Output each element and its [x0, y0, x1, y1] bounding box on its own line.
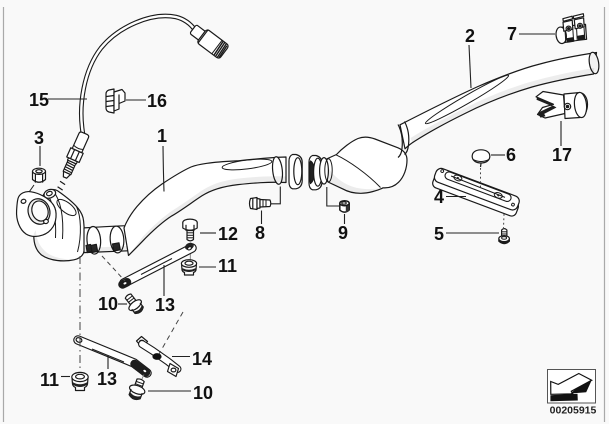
svg-text:14: 14	[192, 349, 212, 369]
svg-text:4: 4	[434, 187, 444, 207]
svg-text:2: 2	[465, 26, 475, 46]
svg-text:15: 15	[29, 90, 49, 110]
svg-text:8: 8	[255, 223, 265, 243]
svg-text:10: 10	[193, 383, 213, 403]
svg-text:1: 1	[157, 126, 167, 146]
svg-text:6: 6	[506, 145, 516, 165]
svg-text:11: 11	[40, 370, 59, 390]
svg-text:10: 10	[98, 294, 118, 314]
svg-text:3: 3	[34, 128, 44, 148]
svg-text:7: 7	[507, 24, 517, 44]
svg-text:13: 13	[155, 295, 175, 315]
svg-text:00205915: 00205915	[550, 405, 597, 417]
svg-text:5: 5	[434, 224, 444, 244]
svg-text:12: 12	[218, 224, 238, 244]
svg-text:16: 16	[147, 91, 167, 111]
svg-text:11: 11	[218, 256, 237, 276]
svg-text:17: 17	[552, 145, 572, 165]
svg-text:9: 9	[338, 223, 348, 243]
svg-text:13: 13	[97, 369, 117, 389]
